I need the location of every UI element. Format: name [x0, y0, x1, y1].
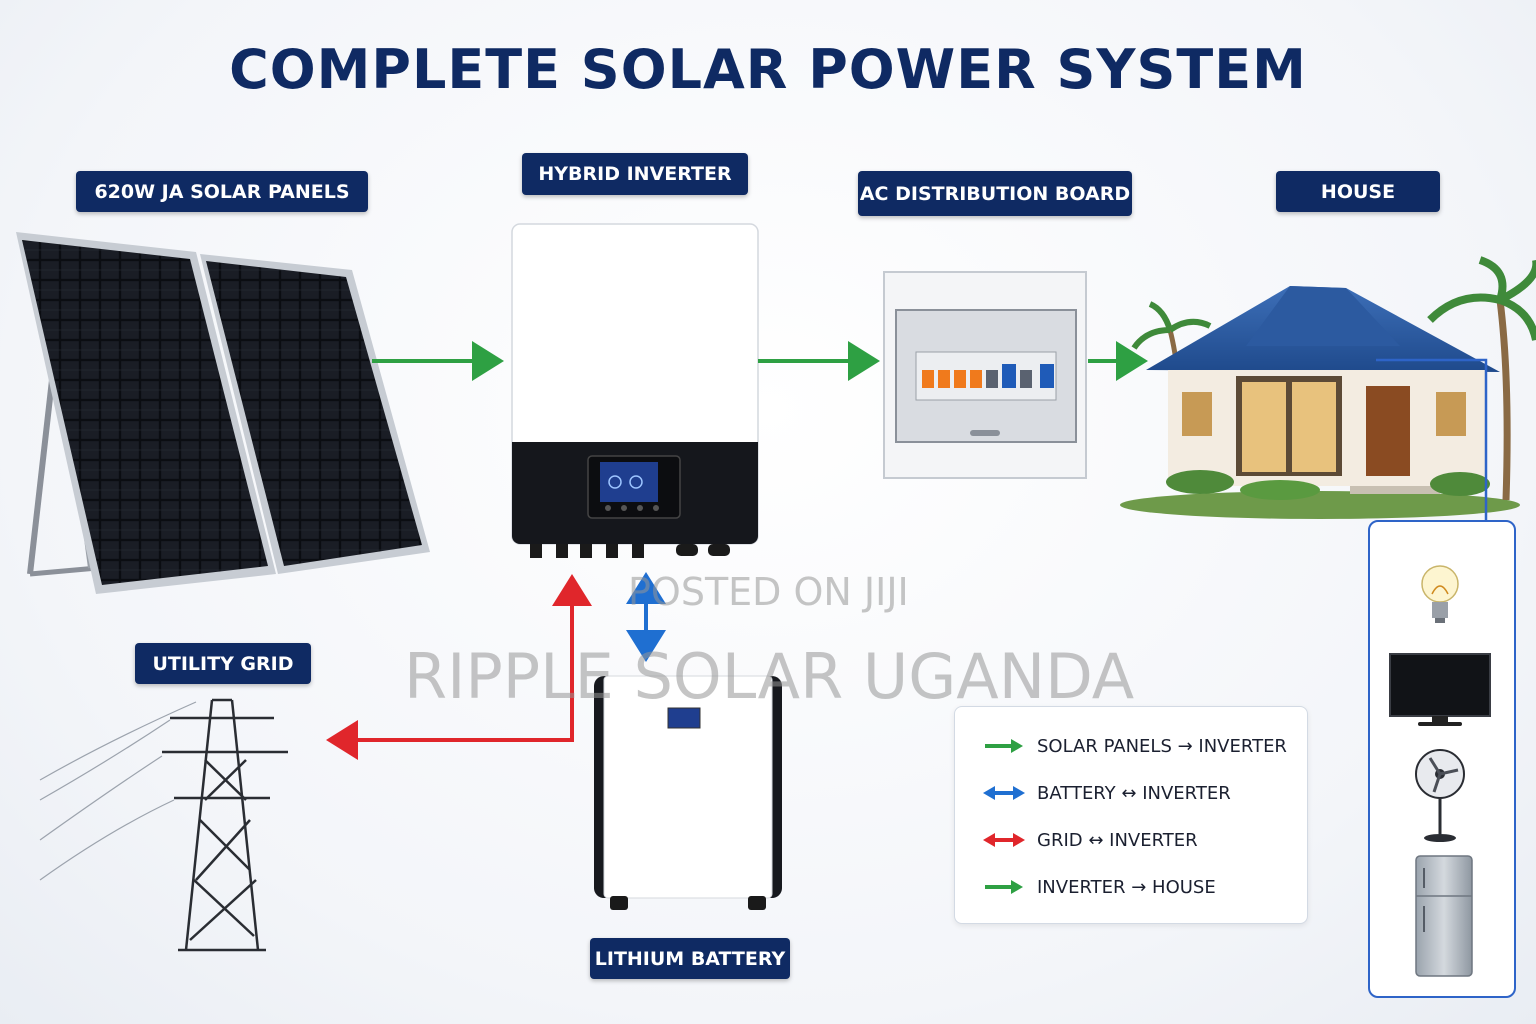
- label-hybrid-inverter: HYBRID INVERTER: [522, 153, 748, 195]
- label-utility-grid: UTILITY GRID: [135, 643, 311, 684]
- appliances-panel: [1368, 520, 1516, 998]
- lithium-battery-icon: [594, 675, 782, 910]
- distribution-board-icon: [883, 271, 1087, 479]
- label-lithium-battery: LITHIUM BATTERY: [590, 938, 790, 979]
- red-double-arrow-icon: [983, 833, 1025, 847]
- legend-item-battery-inverter: BATTERY ↔ INVERTER: [983, 778, 1231, 808]
- fan-icon: [1415, 749, 1465, 842]
- legend-text: INVERTER → HOUSE: [1037, 876, 1216, 898]
- house-icon: [1120, 256, 1536, 519]
- utility-grid-tower-icon: [162, 698, 288, 952]
- legend-text: SOLAR PANELS → INVERTER: [1037, 735, 1287, 757]
- solar-panels-icon: [16, 232, 430, 594]
- page-title: COMPLETE SOLAR POWER SYSTEM: [229, 38, 1307, 101]
- green-arrow-icon: [985, 880, 1023, 894]
- legend-item-inverter-house: INVERTER → HOUSE: [983, 872, 1216, 902]
- power-lines: [39, 701, 197, 881]
- refrigerator-icon: [1415, 855, 1473, 977]
- hybrid-inverter-icon: [511, 223, 759, 558]
- legend: SOLAR PANELS → INVERTER BATTERY ↔ INVERT…: [954, 706, 1308, 924]
- watermark-company: RIPPLE SOLAR UGANDA: [404, 640, 1135, 713]
- legend-text: GRID ↔ INVERTER: [1037, 829, 1198, 851]
- legend-item-solar-inverter: SOLAR PANELS → INVERTER: [983, 731, 1287, 761]
- light-bulb-icon: [1421, 565, 1459, 623]
- blue-double-arrow-icon: [983, 786, 1025, 800]
- television-icon: [1389, 653, 1491, 726]
- house-appliance-connector: [1376, 358, 1488, 520]
- legend-item-grid-inverter: GRID ↔ INVERTER: [983, 825, 1198, 855]
- legend-text: BATTERY ↔ INVERTER: [1037, 782, 1231, 804]
- green-arrow-icon: [985, 739, 1023, 753]
- label-distribution-board: AC DISTRIBUTION BOARD: [858, 171, 1132, 216]
- label-solar-panels: 620W JA SOLAR PANELS: [76, 171, 368, 212]
- label-house: HOUSE: [1276, 171, 1440, 212]
- watermark-posted-on: POSTED ON JIJI: [628, 570, 909, 614]
